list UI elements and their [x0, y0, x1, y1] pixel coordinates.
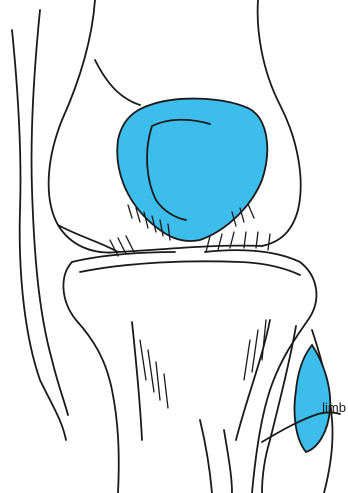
tibia-plateau-outline	[63, 262, 118, 493]
joint-line-right	[205, 250, 300, 262]
fibula-fragment-shape	[294, 345, 330, 452]
femur-lateral-outline	[49, 0, 118, 253]
joint-line-left	[72, 252, 175, 262]
fibula-left-outline	[262, 326, 296, 493]
lateral-condyle-contour	[58, 225, 118, 252]
left-bone-inner-outline	[31, 10, 68, 415]
lower-middle-bone-line	[224, 430, 232, 493]
tibia-inner-line-right	[236, 320, 270, 440]
lower-left-bone-line	[200, 420, 212, 493]
left-bone-outline	[12, 30, 66, 440]
tibia-hatching	[140, 320, 266, 408]
femur-notch-curve	[118, 246, 262, 252]
femur-medial-outline	[258, 0, 301, 246]
tibia-plateau-top	[80, 261, 300, 275]
femur-inner-curve	[95, 60, 140, 105]
fragment-label: limb	[322, 400, 346, 415]
